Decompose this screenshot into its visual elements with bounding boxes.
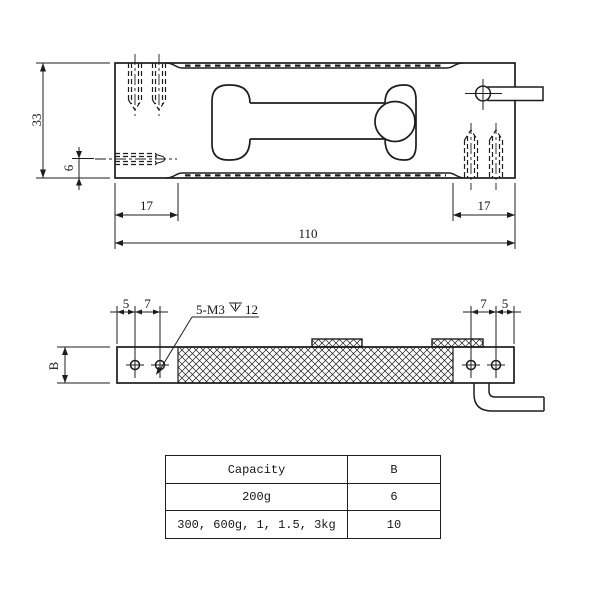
body-outline (114, 62, 516, 179)
knurled-section (177, 346, 454, 384)
dim-label-B: B (46, 361, 61, 370)
threaded-holes-left (127, 54, 167, 116)
bone-end-bore (374, 100, 416, 143)
table-header-capacity: Capacity (165, 455, 348, 484)
capacity-cell: 300, 600g, 1, 1.5, 3kg (165, 510, 348, 539)
dim-B: B (46, 346, 110, 384)
b-value-cell: 6 (347, 483, 441, 511)
top-edge-recess (165, 62, 464, 69)
cable-side-view (473, 383, 545, 412)
b-value-cell: 10 (347, 510, 441, 539)
dim-6: 6 (61, 147, 94, 190)
dim-17-left: 17 (114, 183, 179, 249)
dim-label-7-left: 7 (144, 296, 151, 311)
side-screw (95, 152, 177, 166)
thread-depth-note: 5-M3 12 (156, 302, 259, 375)
bone-cutout (211, 84, 417, 161)
capacity-table: Capacity B 200g 6 300, 600g, 1, 1.5, 3kg… (165, 455, 441, 539)
threaded-hole (488, 123, 504, 190)
table-row: 200g 6 (165, 483, 441, 511)
side-view: 5 7 7 5 5-M3 12 (46, 296, 545, 412)
threaded-holes-right (463, 123, 504, 190)
raised-pad-left (311, 338, 363, 348)
bottom-edge-recess (165, 172, 466, 179)
thread-note-depth: 12 (245, 302, 258, 317)
dim-label-5-left: 5 (123, 296, 130, 311)
raised-pad-right (431, 338, 484, 348)
dim-label-17-right: 17 (478, 198, 492, 213)
dim-7-5-right: 7 5 (463, 296, 521, 315)
dim-label-5-right: 5 (502, 296, 509, 311)
dim-17-right: 17 (452, 183, 516, 249)
dim-110: 110 (115, 226, 515, 246)
dim-label-7-right: 7 (480, 296, 487, 311)
table-header-row: Capacity B (165, 455, 441, 484)
dim-label-6: 6 (61, 164, 76, 171)
thread-note-prefix: 5-M3 (196, 302, 225, 317)
threaded-hole (127, 54, 143, 116)
dim-label-33: 33 (29, 114, 44, 127)
dim-label-17-left: 17 (140, 198, 154, 213)
threaded-hole (463, 123, 479, 190)
table-header-b: B (347, 455, 441, 484)
dim-33: 33 (29, 62, 110, 179)
top-view: 33 6 17 17 (29, 54, 544, 249)
cable-top-view (465, 79, 544, 110)
dim-label-110: 110 (298, 226, 317, 241)
depth-symbol-icon (229, 302, 242, 312)
capacity-cell: 200g (165, 483, 348, 511)
dim-5-7-left: 5 7 (110, 296, 168, 315)
side-ext-lines (116, 306, 515, 378)
table-row: 300, 600g, 1, 1.5, 3kg 10 (165, 510, 441, 539)
threaded-hole (151, 54, 167, 116)
